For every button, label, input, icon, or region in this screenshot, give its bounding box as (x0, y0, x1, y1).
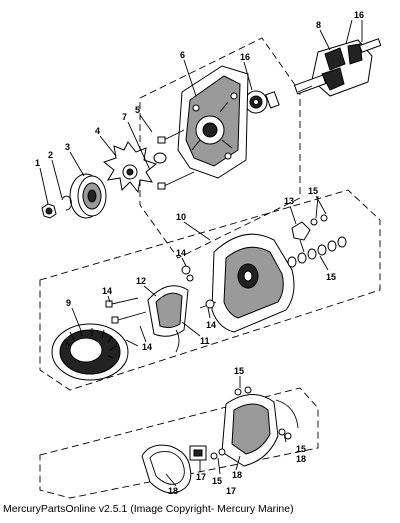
screw-part (153, 129, 195, 190)
rear-housing-part (211, 233, 295, 333)
screw-stack-part (234, 386, 292, 440)
brush-holder-part (189, 445, 226, 461)
front-housing-part (177, 65, 249, 179)
label-14-right: 14 (206, 320, 216, 330)
copyright-caption: MercuryPartsOnline v2.5.1 (Image Copyrig… (3, 503, 294, 515)
label-15-top: 15 (308, 186, 318, 196)
leader-lines (39, 19, 363, 487)
label-15-rear-bottom: 15 (212, 476, 222, 486)
group-boundary-housing-assembly (39, 189, 381, 391)
bolt-part (105, 265, 217, 324)
label-4: 4 (95, 126, 100, 136)
label-14-upper: 14 (176, 248, 186, 258)
label-16-right: 16 (354, 10, 364, 20)
label-1: 1 (35, 158, 40, 168)
stator-part (51, 323, 139, 381)
label-8: 8 (316, 20, 321, 30)
rear-cover-part (221, 394, 299, 467)
label-18-cover: 18 (232, 470, 242, 480)
label-18-right: 18 (296, 454, 306, 464)
group-boundary-rear-assembly (39, 387, 319, 499)
label-17-left: 17 (196, 472, 206, 482)
label-16-left: 16 (240, 52, 250, 62)
label-6: 6 (180, 50, 185, 60)
label-3: 3 (65, 142, 70, 152)
gasket-part (141, 444, 192, 494)
rotor-shaft-part (293, 38, 382, 97)
label-17-right: 17 (226, 486, 236, 496)
label-5: 5 (135, 105, 140, 115)
label-15-side: 15 (326, 272, 336, 282)
regulator-part (291, 221, 311, 253)
pulley-part (69, 173, 107, 219)
washer-part (61, 195, 72, 211)
label-14-lower: 14 (142, 342, 152, 352)
bearing-part (244, 90, 280, 114)
label-11: 11 (200, 336, 210, 346)
label-18-gasket: 18 (168, 486, 178, 496)
rectifier-bridge-part (147, 285, 189, 353)
nut-part (41, 203, 57, 219)
washer-stack-part (287, 214, 347, 268)
label-12: 12 (136, 276, 146, 286)
label-10: 10 (176, 212, 186, 222)
label-15-rear-right: 15 (296, 444, 306, 454)
label-13: 13 (284, 196, 294, 206)
label-15-rear-top: 15 (234, 366, 244, 376)
group-boundary-rotor-assembly (139, 37, 301, 259)
label-2: 2 (48, 150, 53, 160)
label-7: 7 (122, 112, 127, 122)
label-9: 9 (66, 298, 71, 308)
label-14-left: 14 (102, 286, 112, 296)
